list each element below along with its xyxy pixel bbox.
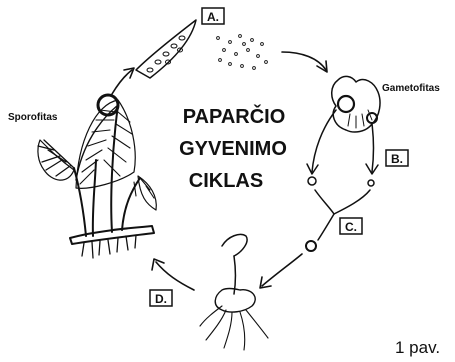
spores-drawing <box>217 35 268 70</box>
title-line-2: GYVENIMO <box>179 138 287 160</box>
gametophyte-label: Gametofitas <box>382 83 440 94</box>
marker-c-label: C. <box>345 220 357 234</box>
marker-c: C. <box>340 218 362 234</box>
marker-a-label: A. <box>207 10 219 24</box>
title-line-3: CIKLAS <box>189 170 263 192</box>
marker-d: D. <box>150 290 172 306</box>
gametophyte-drawing <box>332 76 380 132</box>
arrow-to-sporophyte <box>152 259 194 290</box>
figure-caption: 1 pav. <box>395 338 440 357</box>
marker-b: B. <box>386 150 408 166</box>
sporophyte-label: Sporofitas <box>8 112 58 123</box>
arrow-to-sporangium <box>112 68 134 94</box>
marker-d-label: D. <box>155 292 167 306</box>
title-line-1: PAPARČIO <box>183 104 286 128</box>
marker-a: A. <box>202 8 224 24</box>
sporangium-drawing <box>136 20 196 78</box>
arrow-to-gametophyte <box>282 52 327 72</box>
marker-b-label: B. <box>391 152 403 166</box>
gametes-drawing <box>308 177 374 186</box>
arrow-to-young-sporophyte <box>260 254 302 288</box>
young-sporophyte-drawing <box>200 234 268 350</box>
zygote-drawing <box>306 241 316 251</box>
